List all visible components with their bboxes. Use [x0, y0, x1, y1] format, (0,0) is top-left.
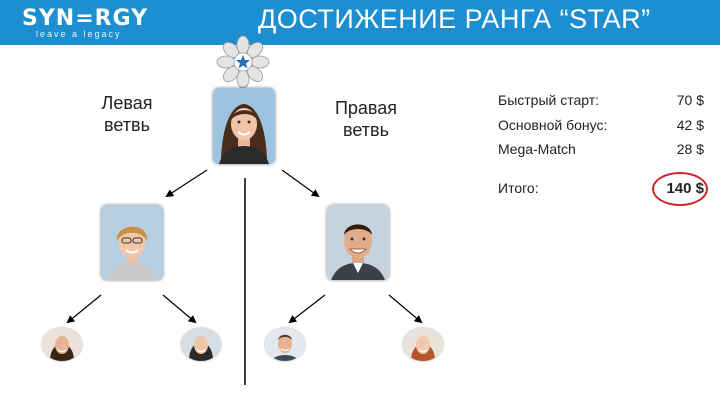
downline-avatar-1: [42, 328, 82, 361]
downline-avatar-4: [403, 328, 443, 361]
left-branch-label-line2: ветвь: [104, 115, 150, 135]
synergy-logo: SYN=RGY leave a legacy: [22, 6, 148, 39]
right-branch-label-line2: ветвь: [343, 120, 389, 140]
bonus-total-label: Итого:: [498, 179, 539, 196]
arrow-left-right: [162, 294, 197, 324]
bonus-row-label: Mega-Match: [498, 141, 576, 157]
arrow-to-right-partner: [281, 169, 320, 198]
left-branch-label-line1: Левая: [101, 93, 153, 113]
logo-tagline: leave a legacy: [36, 29, 122, 39]
arrow-right-left: [288, 294, 326, 324]
left-branch-label: Левая ветвь: [92, 92, 162, 136]
arrow-left-left: [66, 294, 102, 324]
bonus-row-value: 70 $: [676, 92, 704, 108]
bonus-row-mega-match: Mega-Match 28 $: [498, 141, 708, 166]
right-branch-label-line1: Правая: [334, 98, 398, 118]
arrow-right-right: [388, 294, 423, 324]
downline-avatar-3: [265, 328, 305, 361]
bonus-row-value: 28 $: [676, 141, 704, 157]
bonus-row-label: Быстрый старт:: [498, 92, 600, 108]
total-highlight-circle: [652, 172, 708, 206]
downline-avatar-2: [181, 328, 221, 361]
bonus-row-label: Основной бонус:: [498, 116, 608, 133]
right-branch-label: Правая ветвь: [326, 97, 406, 141]
logo-text: SYN=RGY: [22, 6, 149, 31]
left-partner-photo: [101, 205, 163, 280]
star-rank-emblem-icon: [216, 35, 270, 89]
page-title: ДОСТИЖЕНИЕ РАНГА “STAR”: [258, 4, 651, 34]
top-member-photo: [213, 88, 275, 164]
bonus-row-fast-start: Быстрый старт: 70 $: [498, 92, 708, 117]
header-bar: SYN=RGY leave a legacy ДОСТИЖЕНИЕ РАНГА …: [0, 0, 720, 45]
bonus-row-value: 42 $: [676, 116, 704, 133]
bonus-row-main: Основной бонус: 42 $: [498, 117, 708, 142]
right-partner-photo: [327, 205, 389, 280]
arrow-to-left-partner: [165, 169, 208, 198]
